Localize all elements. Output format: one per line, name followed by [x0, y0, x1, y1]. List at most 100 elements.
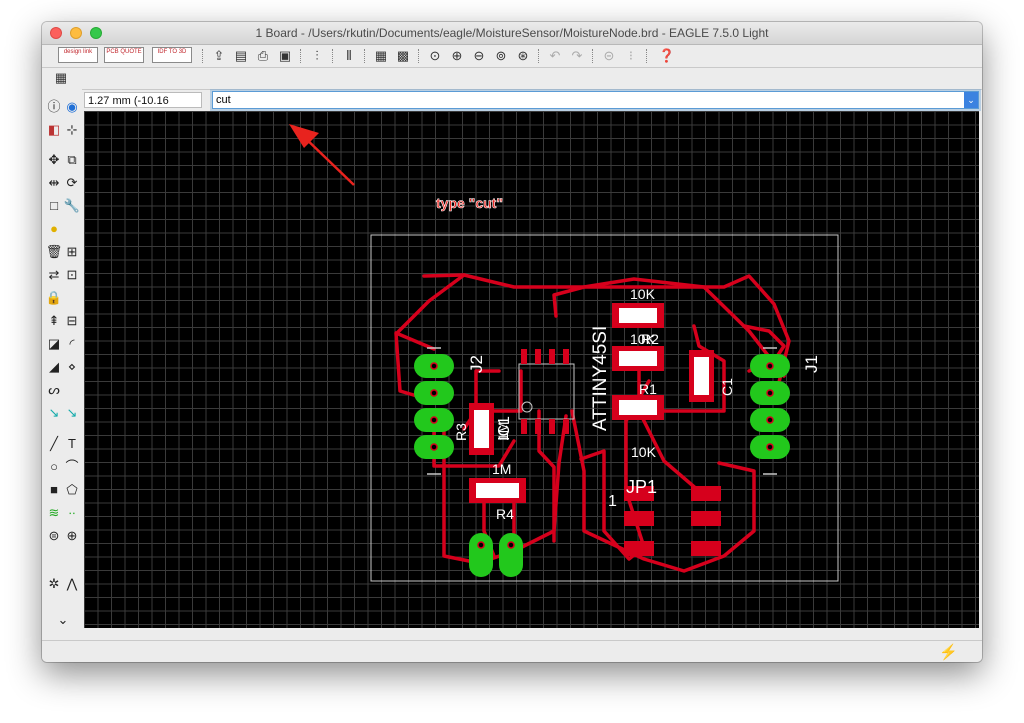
autorouter-icon[interactable]: ⋀ [66, 576, 78, 591]
paste-icon[interactable]: ● [50, 221, 58, 236]
optimize-icon[interactable]: ◢ [49, 359, 59, 374]
r4-ref-label: R4 [496, 506, 514, 522]
jp1-ref-label: JP1 [626, 477, 657, 497]
stop-icon[interactable]: ⊝ [603, 48, 615, 63]
silkscreen-labels: ATTINY45SI IC1 J2 J1 10K R2 10K R1 10K C… [453, 286, 821, 522]
schematic-icon[interactable]: ▦ [374, 48, 388, 63]
mark-icon[interactable]: ⊹ [66, 122, 78, 137]
help-icon[interactable]: ❓ [658, 48, 676, 63]
text-icon[interactable]: T [68, 436, 76, 451]
board-canvas[interactable]: ATTINY45SI IC1 J2 J1 10K R2 10K R1 10K C… [84, 111, 979, 628]
toolbar-separator [364, 49, 366, 63]
toolbar-separator [592, 49, 594, 63]
signal-icon[interactable]: ∙∙ [68, 505, 76, 520]
board-icon[interactable]: ▩ [396, 48, 410, 63]
command-row: 1.27 mm (-10.16 38.10) cut ⌄ [42, 89, 982, 123]
rect-icon[interactable]: ■ [50, 482, 58, 497]
zoom-out-icon[interactable]: ⊖ [473, 48, 485, 63]
save-icon[interactable]: ▤ [234, 48, 248, 63]
ripup-icon[interactable]: ↘ [66, 405, 78, 420]
mirror-icon[interactable]: ⇹ [48, 175, 60, 190]
maximize-window-button[interactable] [90, 27, 102, 39]
hole-icon[interactable]: ⊕ [66, 528, 78, 543]
split-icon[interactable]: ◜ [69, 336, 75, 351]
command-history-dropdown[interactable]: ⌄ [964, 92, 978, 108]
r1-ref-label: R1 [639, 381, 657, 397]
meander-icon[interactable]: ⋄ [67, 359, 77, 374]
add-icon[interactable]: ⊞ [66, 244, 78, 259]
length-icon[interactable]: ᔕ [48, 382, 60, 397]
zoom-fit-icon[interactable]: ⊙ [429, 48, 441, 63]
show-icon[interactable]: ◉ [66, 99, 78, 114]
redo-icon[interactable]: ↷ [571, 48, 583, 63]
go-icon[interactable]: ⁝ [628, 48, 634, 63]
r3-ref-label: R3 [453, 423, 469, 441]
miter-icon[interactable]: ◪ [47, 336, 61, 351]
circle-icon[interactable]: ○ [50, 459, 58, 474]
group-icon[interactable]: □ [50, 198, 58, 213]
jp1-pin-label: 1 [608, 493, 617, 510]
toolbar-separator [418, 49, 420, 63]
design-link-button[interactable]: design link [58, 47, 98, 63]
minimize-window-button[interactable] [70, 27, 82, 39]
r4-value-label: 1M [492, 461, 511, 477]
c1-label: C1 [719, 378, 735, 396]
board-outline [370, 234, 839, 582]
lock-icon[interactable]: 🔒 [45, 290, 63, 305]
j2-label: J2 [467, 355, 486, 373]
value-icon[interactable]: ⊟ [66, 313, 78, 328]
r2-ref-label: R2 [641, 331, 659, 347]
expand-palette-icon[interactable]: ⌄ [57, 612, 69, 627]
replace-icon[interactable]: ⇄ [48, 267, 60, 282]
rotate-icon[interactable]: ⟳ [66, 175, 78, 190]
layer-icon[interactable]: ≋ [48, 505, 60, 520]
undo-icon[interactable]: ↶ [549, 48, 561, 63]
command-input-text: cut [216, 94, 231, 106]
grid-toolbar: ▦ [42, 67, 982, 90]
ic-ref-label: IC1 [496, 416, 513, 441]
print-icon[interactable]: ⎙ [257, 48, 269, 63]
toolbar-separator [538, 49, 540, 63]
route-icon[interactable]: ↘ [48, 405, 60, 420]
j1-label: J1 [802, 355, 821, 373]
toolbar-separator [300, 49, 302, 63]
name-icon[interactable]: ⊡ [66, 267, 78, 282]
r5-value-label: 10K [631, 444, 657, 460]
ratsnest-icon[interactable]: ✲ [48, 576, 60, 591]
window-title: 1 Board - /Users/rkutin/Documents/eagle/… [255, 26, 769, 40]
r1-value-label: 10K [630, 331, 656, 347]
cam-icon[interactable]: ▣ [278, 48, 292, 63]
zoom-select-icon[interactable]: ⊛ [517, 48, 529, 63]
ic-label: ATTINY45SI [590, 326, 611, 431]
polygon-icon[interactable]: ⬠ [66, 482, 78, 497]
idf-to-3d-button[interactable]: IDF TO 3D [152, 47, 192, 63]
move-icon[interactable]: ✥ [48, 152, 60, 167]
toolbar-separator [646, 49, 648, 63]
smash-icon[interactable]: ⇞ [48, 313, 60, 328]
eagle-window: 1 Board - /Users/rkutin/Documents/eagle/… [42, 22, 982, 662]
open-icon[interactable]: ⇪ [213, 48, 225, 63]
copy-icon[interactable]: ⧉ [67, 152, 77, 167]
arc-icon[interactable]: ⌒ [65, 459, 79, 474]
script-icon[interactable]: ⫶ [315, 48, 319, 63]
delete-icon[interactable]: 🗑 [45, 244, 63, 259]
r2-value-label: 10K [630, 286, 656, 302]
close-window-button[interactable] [50, 27, 62, 39]
board-svg: ATTINY45SI IC1 J2 J1 10K R2 10K R1 10K C… [289, 124, 839, 582]
grid-icon[interactable]: ▦ [54, 70, 68, 85]
info-icon[interactable]: ⓘ [47, 99, 61, 114]
toolbar-separator [332, 49, 334, 63]
ulp-icon[interactable]: ⦀ [346, 48, 352, 63]
via-icon[interactable]: ⊜ [48, 528, 60, 543]
pcb-quote-button[interactable]: PCB QUOTE [104, 47, 144, 63]
change-icon[interactable]: 🔧 [63, 198, 81, 213]
wire-icon[interactable]: ╱ [50, 436, 58, 451]
zoom-redraw-icon[interactable]: ⊚ [495, 48, 507, 63]
command-input[interactable]: cut ⌄ [212, 91, 979, 109]
status-bar: ⚡ [42, 640, 982, 662]
coordinate-display: 1.27 mm (-10.16 38.10) [84, 92, 202, 123]
zoom-in-icon[interactable]: ⊕ [451, 48, 463, 63]
smd-pads [469, 303, 721, 556]
lightning-icon[interactable]: ⚡ [939, 644, 958, 661]
display-icon[interactable]: ◧ [47, 122, 61, 137]
